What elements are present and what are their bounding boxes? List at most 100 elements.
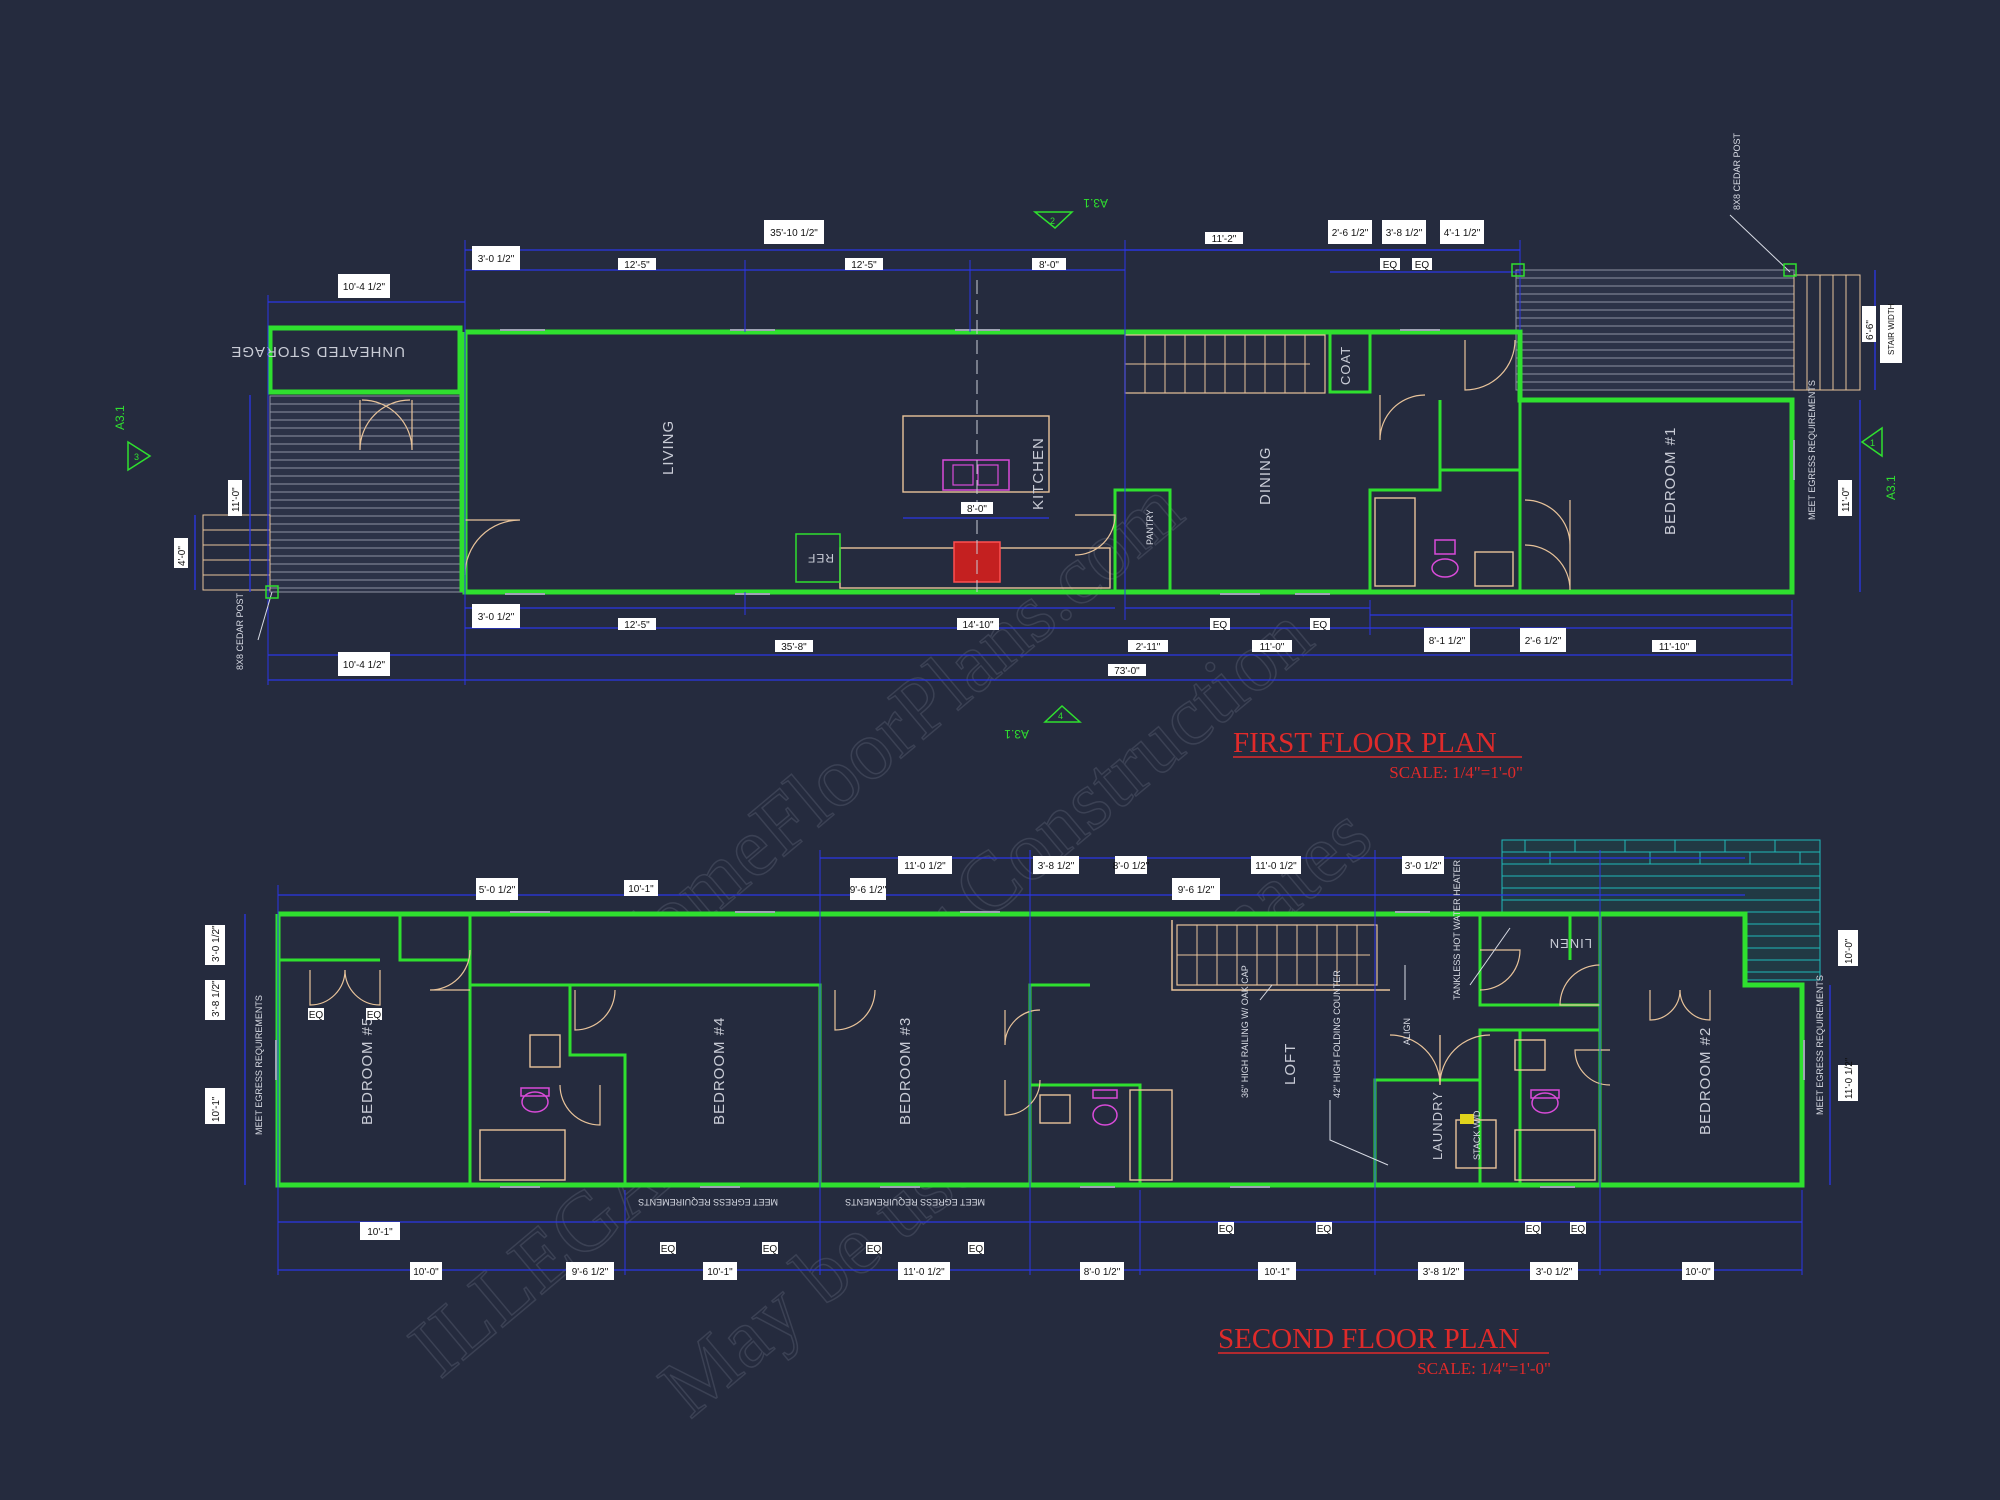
- dim-label-bot-73-0: 73'-0": [1114, 666, 1140, 677]
- dim2-bot-e: 11'-0 1/2": [903, 1267, 945, 1278]
- dim2-top-f: 8'-0 1/2": [1113, 861, 1150, 872]
- dim2-bot-i: 3'-0 1/2": [1536, 1267, 1573, 1278]
- note-water-heater: TANKLESS HOT WATER HEATER: [1452, 859, 1462, 1000]
- dim-label-bot-10-4: 10'-4 1/2": [343, 660, 386, 671]
- second-floor-plan: BEDROOM #5 BEDROOM #4 BEDROOM #3 LOFT LA…: [205, 839, 1858, 1378]
- note-stair-width: STAIR WIDTH: [1887, 303, 1896, 355]
- dim2-bot-b: 10'-0": [413, 1267, 439, 1278]
- note-cedar-post-right: 8X8 CEDAR POST: [1732, 132, 1742, 210]
- room-label-unheated-storage: UNHEATED STORAGE: [230, 343, 405, 360]
- note-egress-bedroom-2: MEET EGRESS REQUIREMENTS: [1815, 975, 1825, 1115]
- note-railing: 36" HIGH RAILING W/ OAK CAP: [1240, 965, 1250, 1098]
- dim2-eq-2: EQ: [763, 1244, 778, 1255]
- first-floor-notes: 8X8 CEDAR POST 8X8 CEDAR POST MEET EGRES…: [235, 132, 1902, 670]
- stacked-washer-dryer: [1455, 1114, 1497, 1169]
- dim-label-island-8-0: 8'-0": [967, 504, 987, 515]
- second-floor-plan-title: SECOND FLOOR PLAN: [1218, 1323, 1519, 1355]
- first-floor-doors: [359, 339, 1571, 591]
- kitchen-fixtures: [795, 280, 1111, 592]
- room-label-linen: LINEN: [1549, 936, 1592, 951]
- dim-label-bot-2-6: 2'-6 1/2": [1525, 636, 1562, 647]
- note-align: ALIGN: [1402, 1018, 1412, 1045]
- bath-1-fixtures: [479, 1034, 566, 1181]
- dim2-eq-8: EQ: [1571, 1224, 1586, 1235]
- dim2-top-e: 3'-8 1/2": [1038, 861, 1075, 872]
- dim-label-left-11-0: 11'-0": [231, 487, 242, 512]
- dim-label-top-10-4: 10'-4 1/2": [343, 282, 386, 293]
- bath-3-fixtures: [1514, 1039, 1596, 1181]
- dim-label-bot-8-1: 8'-1 1/2": [1429, 636, 1466, 647]
- dim-label-eq-top-2: EQ: [1415, 260, 1430, 271]
- dim-label-bot-11-10: 11'-10": [1659, 642, 1690, 653]
- front-porch-steps: [202, 514, 271, 591]
- first-floor-plan-scale: SCALE: 1/4"=1'-0": [1389, 763, 1523, 782]
- dim2-right-a: 10'-0": [1844, 938, 1855, 964]
- dim2-top-b: 10'-1": [628, 884, 654, 895]
- dim-label-top-3-0: 3'-0 1/2": [478, 254, 515, 265]
- dim2-right-b: 11'-0 1/2": [1844, 1057, 1855, 1099]
- room-label-laundry: LAUNDRY: [1430, 1091, 1445, 1160]
- section-tag-top-number: 2: [1050, 216, 1055, 226]
- dim-label-top-3-8: 3'-8 1/2": [1386, 228, 1423, 239]
- dim2-eq-5: EQ: [1219, 1224, 1234, 1235]
- section-tag-left-label: A3.1: [113, 405, 127, 430]
- section-tag-bottom-number: 4: [1058, 711, 1063, 721]
- section-tag-top-label: A3.1: [1083, 196, 1108, 210]
- dim2-bot-j: 10'-0": [1685, 1267, 1711, 1278]
- appliance-label-ref: REF: [807, 551, 834, 565]
- section-tag-left-number: 3: [134, 452, 139, 462]
- dim2-eq-4: EQ: [969, 1244, 984, 1255]
- dim-label-bot-3-0: 3'-0 1/2": [478, 612, 515, 623]
- first-floor-bath: [1374, 497, 1514, 587]
- dim2-eq-10: EQ: [367, 1010, 382, 1021]
- room-label-dining: DINING: [1257, 447, 1274, 506]
- dim2-bot-f: 8'-0 1/2": [1084, 1267, 1121, 1278]
- dim2-top-c: 9'-6 1/2": [850, 885, 887, 896]
- dim2-bot-d: 10'-1": [707, 1267, 733, 1278]
- dim-label-top-11-2: 11'-2": [1212, 234, 1237, 245]
- second-floor-walls: [275, 911, 1805, 1188]
- note-egress-bedroom-4: MEET EGRESS REQUIREMENTS: [638, 1197, 778, 1207]
- section-tag-right: A3.1 1: [1860, 426, 1898, 500]
- room-label-living: LIVING: [660, 420, 677, 475]
- dim2-eq-6: EQ: [1317, 1224, 1332, 1235]
- room-label-bedroom-2: BEDROOM #2: [1697, 1027, 1714, 1135]
- room-label-bedroom-3: BEDROOM #3: [897, 1017, 914, 1125]
- dim2-left-c: 10'-1": [211, 1096, 222, 1122]
- section-tag-right-label: A3.1: [1884, 475, 1898, 500]
- first-floor-plan: UNHEATED STORAGE LIVING KITCHEN DINING B…: [113, 132, 1902, 782]
- dim-label-left-4-0: 4'-0": [177, 546, 188, 566]
- room-label-loft: LOFT: [1282, 1043, 1299, 1085]
- first-floor-stair: [1124, 334, 1326, 394]
- dim-label-eq-bot-2: EQ: [1313, 620, 1328, 631]
- dim-label-bot-14-10: 14'-10": [962, 620, 993, 631]
- dim-label-bot-11-0: 11'-0": [1260, 642, 1285, 653]
- room-label-bedroom-4: BEDROOM #4: [711, 1017, 728, 1125]
- room-label-kitchen: KITCHEN: [1030, 437, 1047, 510]
- dim2-left-b: 3'-8 1/2": [211, 980, 222, 1017]
- bath-2-fixtures: [1039, 1089, 1173, 1181]
- room-label-coat: COAT: [1338, 346, 1353, 385]
- room-label-bedroom-5: BEDROOM #5: [359, 1017, 376, 1125]
- dim2-eq-7: EQ: [1526, 1224, 1541, 1235]
- second-floor-dimension-labels: 5'-0 1/2" 10'-1" 9'-6 1/2" 11'-0 1/2" 3'…: [205, 856, 1858, 1280]
- dim-label-top-12-5a: 12'-5": [624, 260, 650, 271]
- note-cedar-post-left: 8X8 CEDAR POST: [235, 592, 245, 670]
- dim2-bot-h: 3'-8 1/2": [1423, 1267, 1460, 1278]
- second-floor-windows: [275, 911, 1805, 1188]
- room-label-bedroom-1: BEDROOM #1: [1662, 427, 1679, 535]
- note-egress-bedroom-5: MEET EGRESS REQUIREMENTS: [254, 995, 264, 1135]
- note-stack-wd: STACK W/D: [1472, 1110, 1482, 1160]
- section-tag-top: A3.1 2: [1032, 196, 1108, 229]
- dim2-top-i: 3'-0 1/2": [1405, 861, 1442, 872]
- dim-label-bot-12-5: 12'-5": [624, 620, 650, 631]
- second-floor-plan-scale: SCALE: 1/4"=1'-0": [1417, 1359, 1551, 1378]
- second-floor-notes: MEET EGRESS REQUIREMENTS MEET EGRESS REQ…: [254, 859, 1825, 1207]
- dim-label-bot-35-8: 35'-8": [781, 642, 807, 653]
- dim-label-top-12-5b: 12'-5": [851, 260, 877, 271]
- dim2-top-d: 11'-0 1/2": [904, 861, 946, 872]
- dim2-top-a: 5'-0 1/2": [479, 885, 516, 896]
- dim2-top-h: 11'-0 1/2": [1255, 861, 1297, 872]
- dim-label-eq-top: EQ: [1383, 260, 1398, 271]
- first-floor-dimension-labels: 10'-4 1/2" 3'-0 1/2" 35'-10 1/2" 12'-5" …: [174, 220, 1876, 677]
